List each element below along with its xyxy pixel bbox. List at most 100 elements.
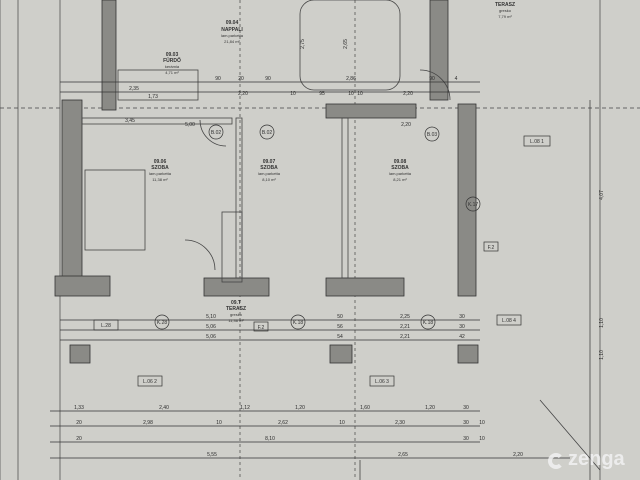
svg-text:90: 90 [215, 76, 221, 82]
svg-text:54: 54 [337, 334, 343, 340]
svg-text:5,10: 5,10 [206, 314, 216, 320]
svg-text:10: 10 [290, 91, 296, 97]
svg-text:L.08 4: L.08 4 [502, 318, 516, 324]
svg-text:lam.parketta: lam.parketta [221, 33, 244, 38]
svg-text:L.28: L.28 [101, 323, 111, 329]
svg-text:B.03: B.03 [427, 132, 438, 138]
svg-text:2,75: 2,75 [300, 39, 306, 49]
zenga-logo-icon [548, 453, 564, 469]
svg-text:F.2: F.2 [258, 325, 265, 331]
svg-text:K.28: K.28 [157, 320, 168, 326]
dimensions-right: 4,07 1,10 1,10 2,75 2,65 [300, 39, 605, 360]
svg-text:2,35: 2,35 [129, 86, 139, 92]
walls [54, 0, 479, 364]
svg-text:F.2: F.2 [488, 245, 495, 251]
svg-text:1,60: 1,60 [360, 405, 370, 411]
svg-text:30: 30 [463, 405, 469, 411]
svg-text:L.06 3: L.06 3 [375, 379, 389, 385]
partitions [81, 0, 601, 480]
svg-text:5,00: 5,00 [185, 122, 195, 128]
svg-text:gresko: gresko [499, 8, 512, 13]
svg-text:FÜRDŐ: FÜRDŐ [163, 57, 181, 64]
svg-text:2,65: 2,65 [343, 39, 349, 49]
svg-text:09.03: 09.03 [166, 52, 179, 58]
svg-text:2,65: 2,65 [398, 452, 408, 458]
svg-text:10: 10 [479, 420, 485, 426]
svg-text:09.04: 09.04 [226, 20, 239, 26]
svg-text:1,10: 1,10 [599, 318, 605, 328]
dimension-lines [50, 81, 591, 480]
svg-text:1,12: 1,12 [240, 405, 250, 411]
svg-text:1,20: 1,20 [425, 405, 435, 411]
svg-text:2,21: 2,21 [400, 334, 410, 340]
svg-text:4,07: 4,07 [599, 190, 605, 200]
svg-text:10: 10 [357, 91, 363, 97]
svg-text:K.17: K.17 [468, 202, 479, 208]
svg-text:20: 20 [76, 436, 82, 442]
svg-text:2,20: 2,20 [403, 91, 413, 97]
svg-text:2,86: 2,86 [346, 76, 356, 82]
svg-text:8,10: 8,10 [265, 436, 275, 442]
svg-text:3,45: 3,45 [125, 118, 135, 124]
svg-text:2,62: 2,62 [278, 420, 288, 426]
svg-text:L.06 2: L.06 2 [143, 379, 157, 385]
svg-text:56: 56 [337, 324, 343, 330]
svg-text:7,79 m²: 7,79 m² [498, 14, 512, 19]
svg-text:B.02: B.02 [211, 130, 222, 136]
tag-boxes [93, 124, 551, 387]
room-terasz-2: TERASZ gresko 7,79 m² [495, 2, 515, 19]
svg-text:4: 4 [455, 76, 458, 82]
svg-text:2,20: 2,20 [401, 122, 411, 128]
svg-text:K.18: K.18 [293, 320, 304, 326]
svg-text:2,30: 2,30 [395, 420, 405, 426]
svg-text:95: 95 [319, 91, 325, 97]
svg-text:90: 90 [429, 76, 435, 82]
svg-text:09.08: 09.08 [394, 159, 407, 165]
svg-text:L.08 1: L.08 1 [530, 139, 544, 145]
svg-text:2,20: 2,20 [513, 452, 523, 458]
svg-text:1,73: 1,73 [148, 94, 158, 100]
svg-text:TERASZ: TERASZ [226, 306, 246, 312]
svg-text:20: 20 [238, 76, 244, 82]
svg-text:5,06: 5,06 [206, 334, 216, 340]
svg-text:TERASZ: TERASZ [495, 2, 515, 8]
svg-text:5,06: 5,06 [206, 324, 216, 330]
room-furdo: 09.03 FÜRDŐ kerámia 4,71 m² [163, 52, 181, 75]
svg-text:SZOBA: SZOBA [391, 165, 409, 171]
svg-text:K.18: K.18 [423, 320, 434, 326]
svg-text:30: 30 [463, 420, 469, 426]
svg-text:2,21: 2,21 [400, 324, 410, 330]
svg-text:2,98: 2,98 [143, 420, 153, 426]
svg-text:B.02: B.02 [262, 130, 273, 136]
svg-text:lam.parketta: lam.parketta [258, 171, 281, 176]
svg-text:1,33: 1,33 [74, 405, 84, 411]
zenga-watermark: zenga [548, 448, 625, 471]
svg-text:10: 10 [339, 420, 345, 426]
room-terasz-1: 09.T TERASZ gresko 11,36 m² [226, 300, 246, 323]
svg-text:8,10 m²: 8,10 m² [262, 177, 276, 182]
room-nappali: 09.04 NAPPALI lam.parketta 21,84 m² [221, 20, 244, 44]
svg-text:21,84 m²: 21,84 m² [224, 39, 240, 44]
svg-text:SZOBA: SZOBA [260, 165, 278, 171]
svg-text:30: 30 [463, 436, 469, 442]
svg-text:09.T: 09.T [231, 300, 241, 306]
svg-text:SZOBA: SZOBA [151, 165, 169, 171]
svg-text:lam.parketta: lam.parketta [389, 171, 412, 176]
dimensions-bottom: 1,33 2,40 1,12 1,20 1,60 1,20 30 20 2,98… [74, 405, 523, 458]
dimensions-top: 90 20 90 2,86 90 4 2,35 1,73 2,20 10 95 … [125, 76, 457, 128]
svg-text:30: 30 [459, 314, 465, 320]
svg-text:lam.parketta: lam.parketta [149, 171, 172, 176]
room-szoba-3: 09.08 SZOBA lam.parketta 8,21 m² [389, 159, 412, 182]
svg-text:1,20: 1,20 [295, 405, 305, 411]
svg-text:2,20: 2,20 [238, 91, 248, 97]
room-szoba-1: 09.06 SZOBA lam.parketta 11,38 m² [149, 159, 172, 182]
svg-text:20: 20 [76, 420, 82, 426]
svg-text:50: 50 [337, 314, 343, 320]
svg-text:90: 90 [265, 76, 271, 82]
room-szoba-2: 09.07 SZOBA lam.parketta 8,10 m² [258, 159, 281, 182]
svg-text:8,21 m²: 8,21 m² [393, 177, 407, 182]
svg-text:kerámia: kerámia [165, 64, 180, 69]
svg-text:09.07: 09.07 [263, 159, 276, 165]
svg-text:gresko: gresko [230, 312, 243, 317]
